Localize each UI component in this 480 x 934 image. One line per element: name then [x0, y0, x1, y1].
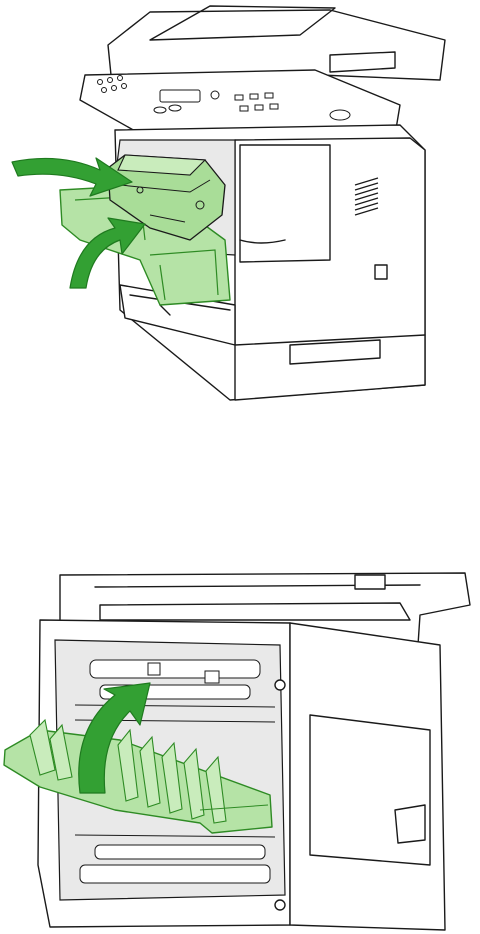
- printer-front-illustration: [0, 0, 480, 410]
- figure-insert-cartridge: [0, 0, 480, 410]
- printer-rear-illustration: [0, 565, 480, 934]
- figure-close-rear-door: [0, 565, 480, 934]
